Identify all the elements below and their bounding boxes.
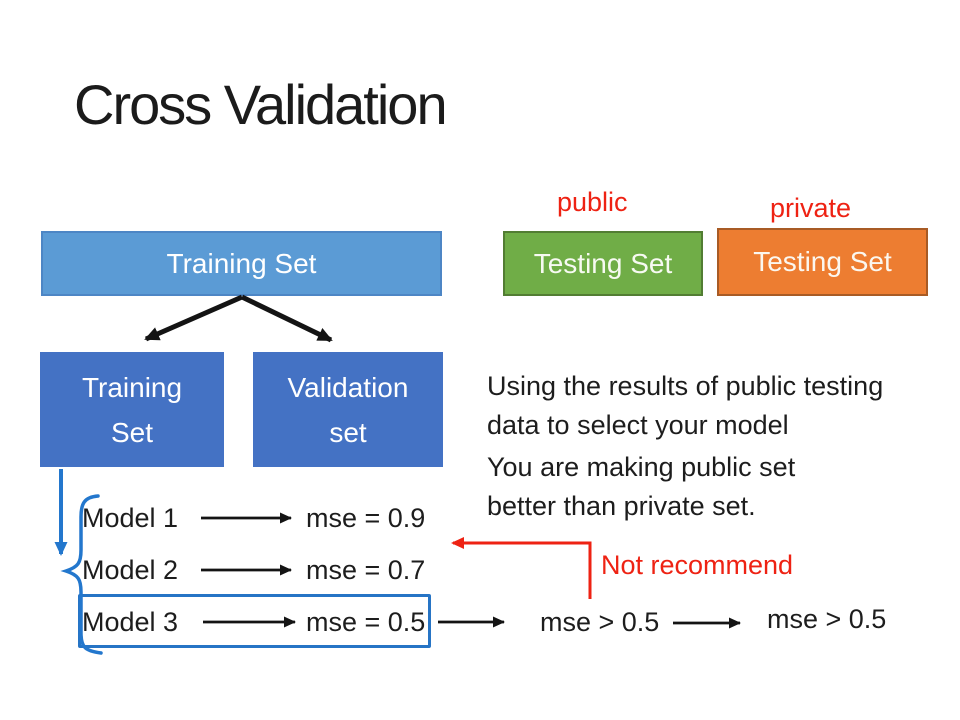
model-2-label: Model 2 xyxy=(82,555,179,585)
testing-set-private-label: Testing Set xyxy=(753,246,892,277)
slide-title: Cross Validation xyxy=(74,73,448,136)
not-recommend-arrow xyxy=(451,537,592,599)
training-set-main-box: Training Set xyxy=(41,231,442,296)
training-set-sub-label-line2: Set xyxy=(110,416,154,448)
validation-set-label-line1: Validation xyxy=(287,371,409,403)
validation-set-box: Validation set xyxy=(253,352,443,467)
public-mse-result: mse > 0.5 xyxy=(540,607,660,637)
model-3-mse-value: mse = 0.5 xyxy=(306,607,426,637)
public-tag-label: public xyxy=(557,187,628,217)
note-paragraph-1: Using the results of public testing data… xyxy=(487,367,883,445)
note-p1-line2: data to select your model xyxy=(487,410,789,440)
testing-set-public-box: Testing Set xyxy=(503,231,703,296)
fork-arrow-left xyxy=(144,294,244,342)
model-1-label: Model 1 xyxy=(82,503,179,533)
training-set-main-label: Training Set xyxy=(166,247,317,279)
note-p2-line2: better than private set. xyxy=(487,491,756,521)
testing-set-public-label: Testing Set xyxy=(533,247,673,279)
training-set-sub-label-line1: Training xyxy=(81,371,183,403)
private-mse-result: mse > 0.5 xyxy=(767,604,887,634)
training-set-sub-box: Training Set xyxy=(40,352,224,467)
note-paragraph-2: You are making public set better than pr… xyxy=(487,448,795,526)
not-recommend-label: Not recommend xyxy=(601,550,794,580)
private-tag-label: private xyxy=(770,193,852,223)
note-p2-line1: You are making public set xyxy=(487,452,796,482)
validation-set-label-line2: set xyxy=(329,416,367,448)
testing-set-private-box: Testing Set xyxy=(717,228,928,296)
model-2-mse-value: mse = 0.7 xyxy=(306,555,426,585)
note-p1-line1: Using the results of public testing xyxy=(487,371,884,401)
model-3-label: Model 3 xyxy=(82,607,179,637)
fork-arrow-right xyxy=(240,294,333,343)
model-1-mse-value: mse = 0.9 xyxy=(306,503,426,533)
